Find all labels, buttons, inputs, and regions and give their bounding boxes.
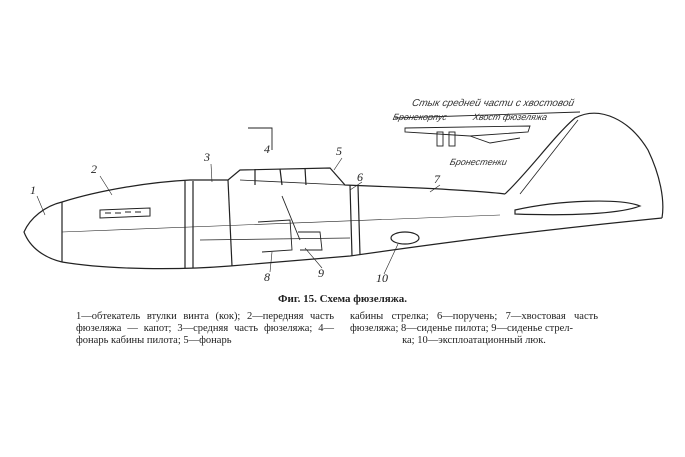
- gunner-seat: [298, 231, 323, 251]
- label-9: 9: [318, 266, 324, 280]
- inset-armor-walls: Бронестенки: [448, 157, 509, 167]
- label-6: 6: [357, 170, 363, 184]
- legend-right-column: кабины стрелка; 6—поручень; 7—хвостовая …: [350, 311, 598, 347]
- stabilizer: [514, 200, 642, 216]
- inset-title: Стык средней части с хвостовой: [410, 98, 576, 109]
- legend-right-last-line: ка; 10—эксплоатационный люк.: [402, 335, 546, 346]
- exhaust-stacks: [99, 207, 151, 219]
- legend-right-text: кабины стрелка; 6—поручень; 7—хвостовая …: [350, 311, 598, 334]
- inset-armor-body: Бронекорпус: [391, 112, 449, 122]
- inset-tail-fuselage: Хвост фюзеляжа: [471, 112, 549, 122]
- label-1: 1: [30, 183, 36, 197]
- label-4: 4: [264, 142, 270, 156]
- fuselage-bottom: [61, 217, 663, 270]
- pilot-seat: [257, 219, 293, 253]
- service-hatch: [390, 231, 420, 245]
- label-5: 5: [336, 144, 342, 158]
- label-2: 2: [91, 162, 97, 176]
- spinner: [23, 201, 63, 263]
- joint-inset: [394, 111, 581, 147]
- label-7: 7: [434, 172, 440, 186]
- figure-caption: Фиг. 15. Схема фюзеляжа.: [278, 293, 407, 305]
- fuselage-top: [61, 167, 506, 203]
- fuselage-diagram: [23, 111, 664, 275]
- legend-left-column: 1—обтекатель втулки винта (кок); 2—перед…: [76, 311, 334, 346]
- label-3: 3: [204, 150, 210, 164]
- label-10: 10: [376, 271, 388, 285]
- tail-fin: [504, 112, 664, 219]
- label-8: 8: [264, 270, 270, 284]
